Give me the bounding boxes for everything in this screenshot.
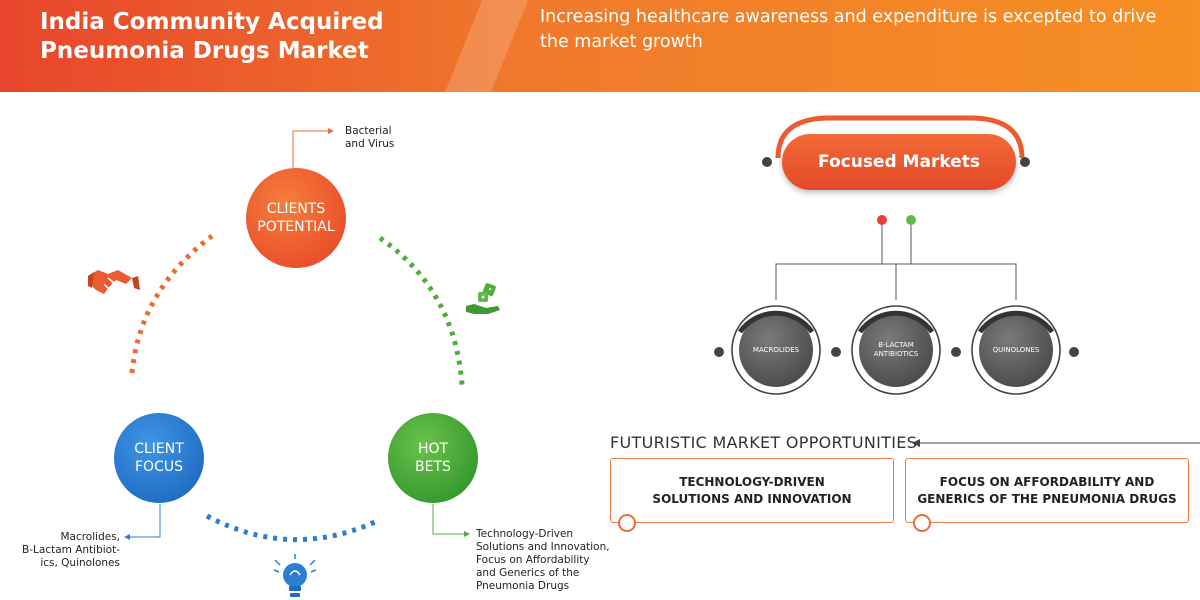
focused-markets-box: Focused Markets xyxy=(782,134,1016,190)
header-banner: India Community Acquired Pneumonia Drugs… xyxy=(0,0,1200,92)
hot-bets-circle xyxy=(388,413,478,503)
opportunity-marker-2 xyxy=(913,514,931,532)
client-focus-connector xyxy=(128,504,161,538)
opportunities-title: FUTURISTIC MARKET OPPORTUNITIES xyxy=(610,433,918,452)
segment-dot-1 xyxy=(714,347,724,357)
segment-dot-3 xyxy=(951,347,961,357)
page-subtitle: Increasing healthcare awareness and expe… xyxy=(540,7,1157,52)
tree-dot-red xyxy=(877,215,887,225)
segment-macrolides-label: MACROLIDES xyxy=(752,346,800,354)
tree-dot-green xyxy=(906,215,916,225)
opportunity-text-2: FOCUS ON AFFORDABILITY AND GENERICS OF T… xyxy=(917,474,1177,506)
opportunity-box-1: TECHNOLOGY-DRIVEN SOLUTIONS AND INNOVATI… xyxy=(610,458,894,523)
hot-bets-connector xyxy=(432,504,466,535)
clients-potential-arrowhead xyxy=(328,128,334,134)
opportunities-arrowhead xyxy=(912,439,920,447)
hot-bets-arrowhead xyxy=(464,531,470,537)
tree-line-left xyxy=(775,225,883,300)
segment-macrolides-graphic xyxy=(731,305,821,395)
clients-potential-note: Bacterial and Virus xyxy=(345,125,395,150)
focused-markets-title: Focused Markets xyxy=(818,152,980,172)
segment-quinolones-graphic xyxy=(971,305,1061,395)
client-focus-label: CLIENT FOCUS xyxy=(134,441,184,475)
focused-markets-dot-left xyxy=(762,157,772,167)
clients-potential-label: CLIENTS POTENTIAL xyxy=(257,201,335,235)
client-focus-circle xyxy=(114,413,204,503)
client-focus-note: Macrolides, B-Lactam Antibiot- ics, Quin… xyxy=(22,531,120,569)
arc-blue xyxy=(205,513,377,543)
focused-markets-ring xyxy=(775,115,1025,159)
arc-green xyxy=(378,235,465,386)
hot-bets-label: HOT BETS xyxy=(415,441,451,475)
segment-dot-2 xyxy=(831,347,841,357)
client-focus-arrowhead xyxy=(124,534,130,540)
lightbulb-icon xyxy=(273,554,317,597)
opportunity-text-1: TECHNOLOGY-DRIVEN SOLUTIONS AND INNOVATI… xyxy=(652,474,852,506)
segment-dot-4 xyxy=(1069,347,1079,357)
segment-blactam-label: B-LACTAM ANTIBIOTICS xyxy=(873,341,919,358)
opportunity-marker-1 xyxy=(618,514,636,532)
segment-blactam-graphic xyxy=(851,305,941,395)
handshake-icon xyxy=(88,270,140,295)
arc-orange xyxy=(129,234,214,374)
hot-bets-note: Technology-Driven Solutions and Innovati… xyxy=(476,528,610,592)
segment-quinolones-label: QUINOLONES xyxy=(992,346,1040,354)
page-title: India Community Acquired Pneumonia Drugs… xyxy=(40,9,384,64)
hand-dice-icon xyxy=(466,283,500,314)
focused-markets-dot-right xyxy=(1020,157,1030,167)
clients-potential-circle xyxy=(246,168,346,268)
clients-potential-connector xyxy=(292,130,330,168)
opportunity-box-2: FOCUS ON AFFORDABILITY AND GENERICS OF T… xyxy=(905,458,1189,523)
tree-line-right xyxy=(910,225,1017,300)
